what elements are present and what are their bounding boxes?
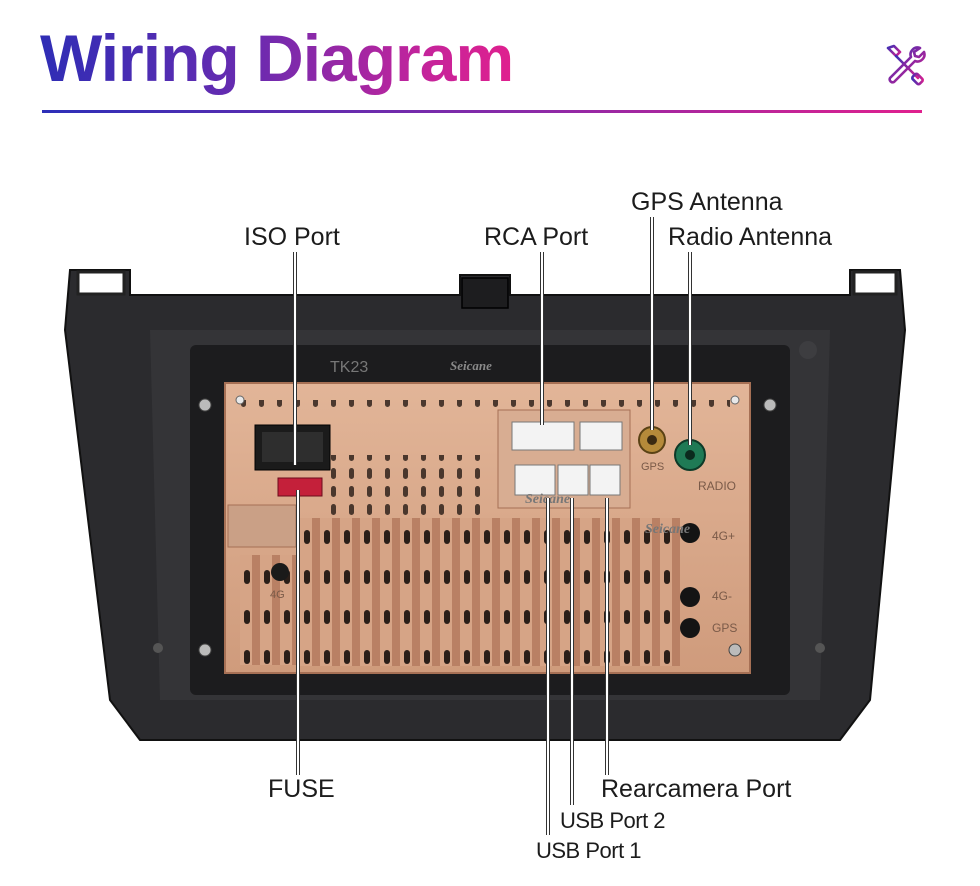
4g-minus-marking: 4G-: [712, 589, 732, 603]
iso-port-label: ISO Port: [244, 223, 340, 251]
model-marking: TK23: [330, 359, 368, 376]
4g-left-marking: 4G: [270, 589, 285, 601]
gps-antenna-label: GPS Antenna: [631, 188, 783, 216]
iso-connector: [254, 424, 331, 471]
rca-connectors: [497, 409, 631, 509]
title-underline: [42, 110, 922, 113]
leader-lines: [293, 217, 692, 835]
usb-port-1-label: USB Port 1: [536, 838, 642, 863]
rearcamera-port-label: Rearcamera Port: [601, 775, 792, 803]
brand-marking-1: Seicane: [450, 358, 492, 373]
radio-antenna-label: Radio Antenna: [668, 223, 833, 251]
gps-marking: GPS: [641, 461, 664, 473]
4g-plus-socket: [680, 523, 700, 543]
rca-port-label: RCA Port: [484, 223, 589, 251]
page-title: Wiring Diagram: [40, 18, 514, 98]
tools-icon: [886, 44, 926, 86]
usb-port-2-label: USB Port 2: [560, 808, 666, 833]
4g-plus-marking: 4G+: [712, 529, 735, 543]
fuse-label: FUSE: [268, 775, 335, 803]
gps-port-socket: [680, 618, 700, 638]
4g-minus-socket: [680, 587, 700, 607]
gps-port-marking: GPS: [712, 621, 737, 635]
radio-marking: RADIO: [698, 479, 736, 493]
gps-socket: [638, 426, 666, 454]
page-title-text: Wiring Diagram: [40, 21, 514, 95]
brand-marking-3: Seicane: [645, 522, 690, 537]
